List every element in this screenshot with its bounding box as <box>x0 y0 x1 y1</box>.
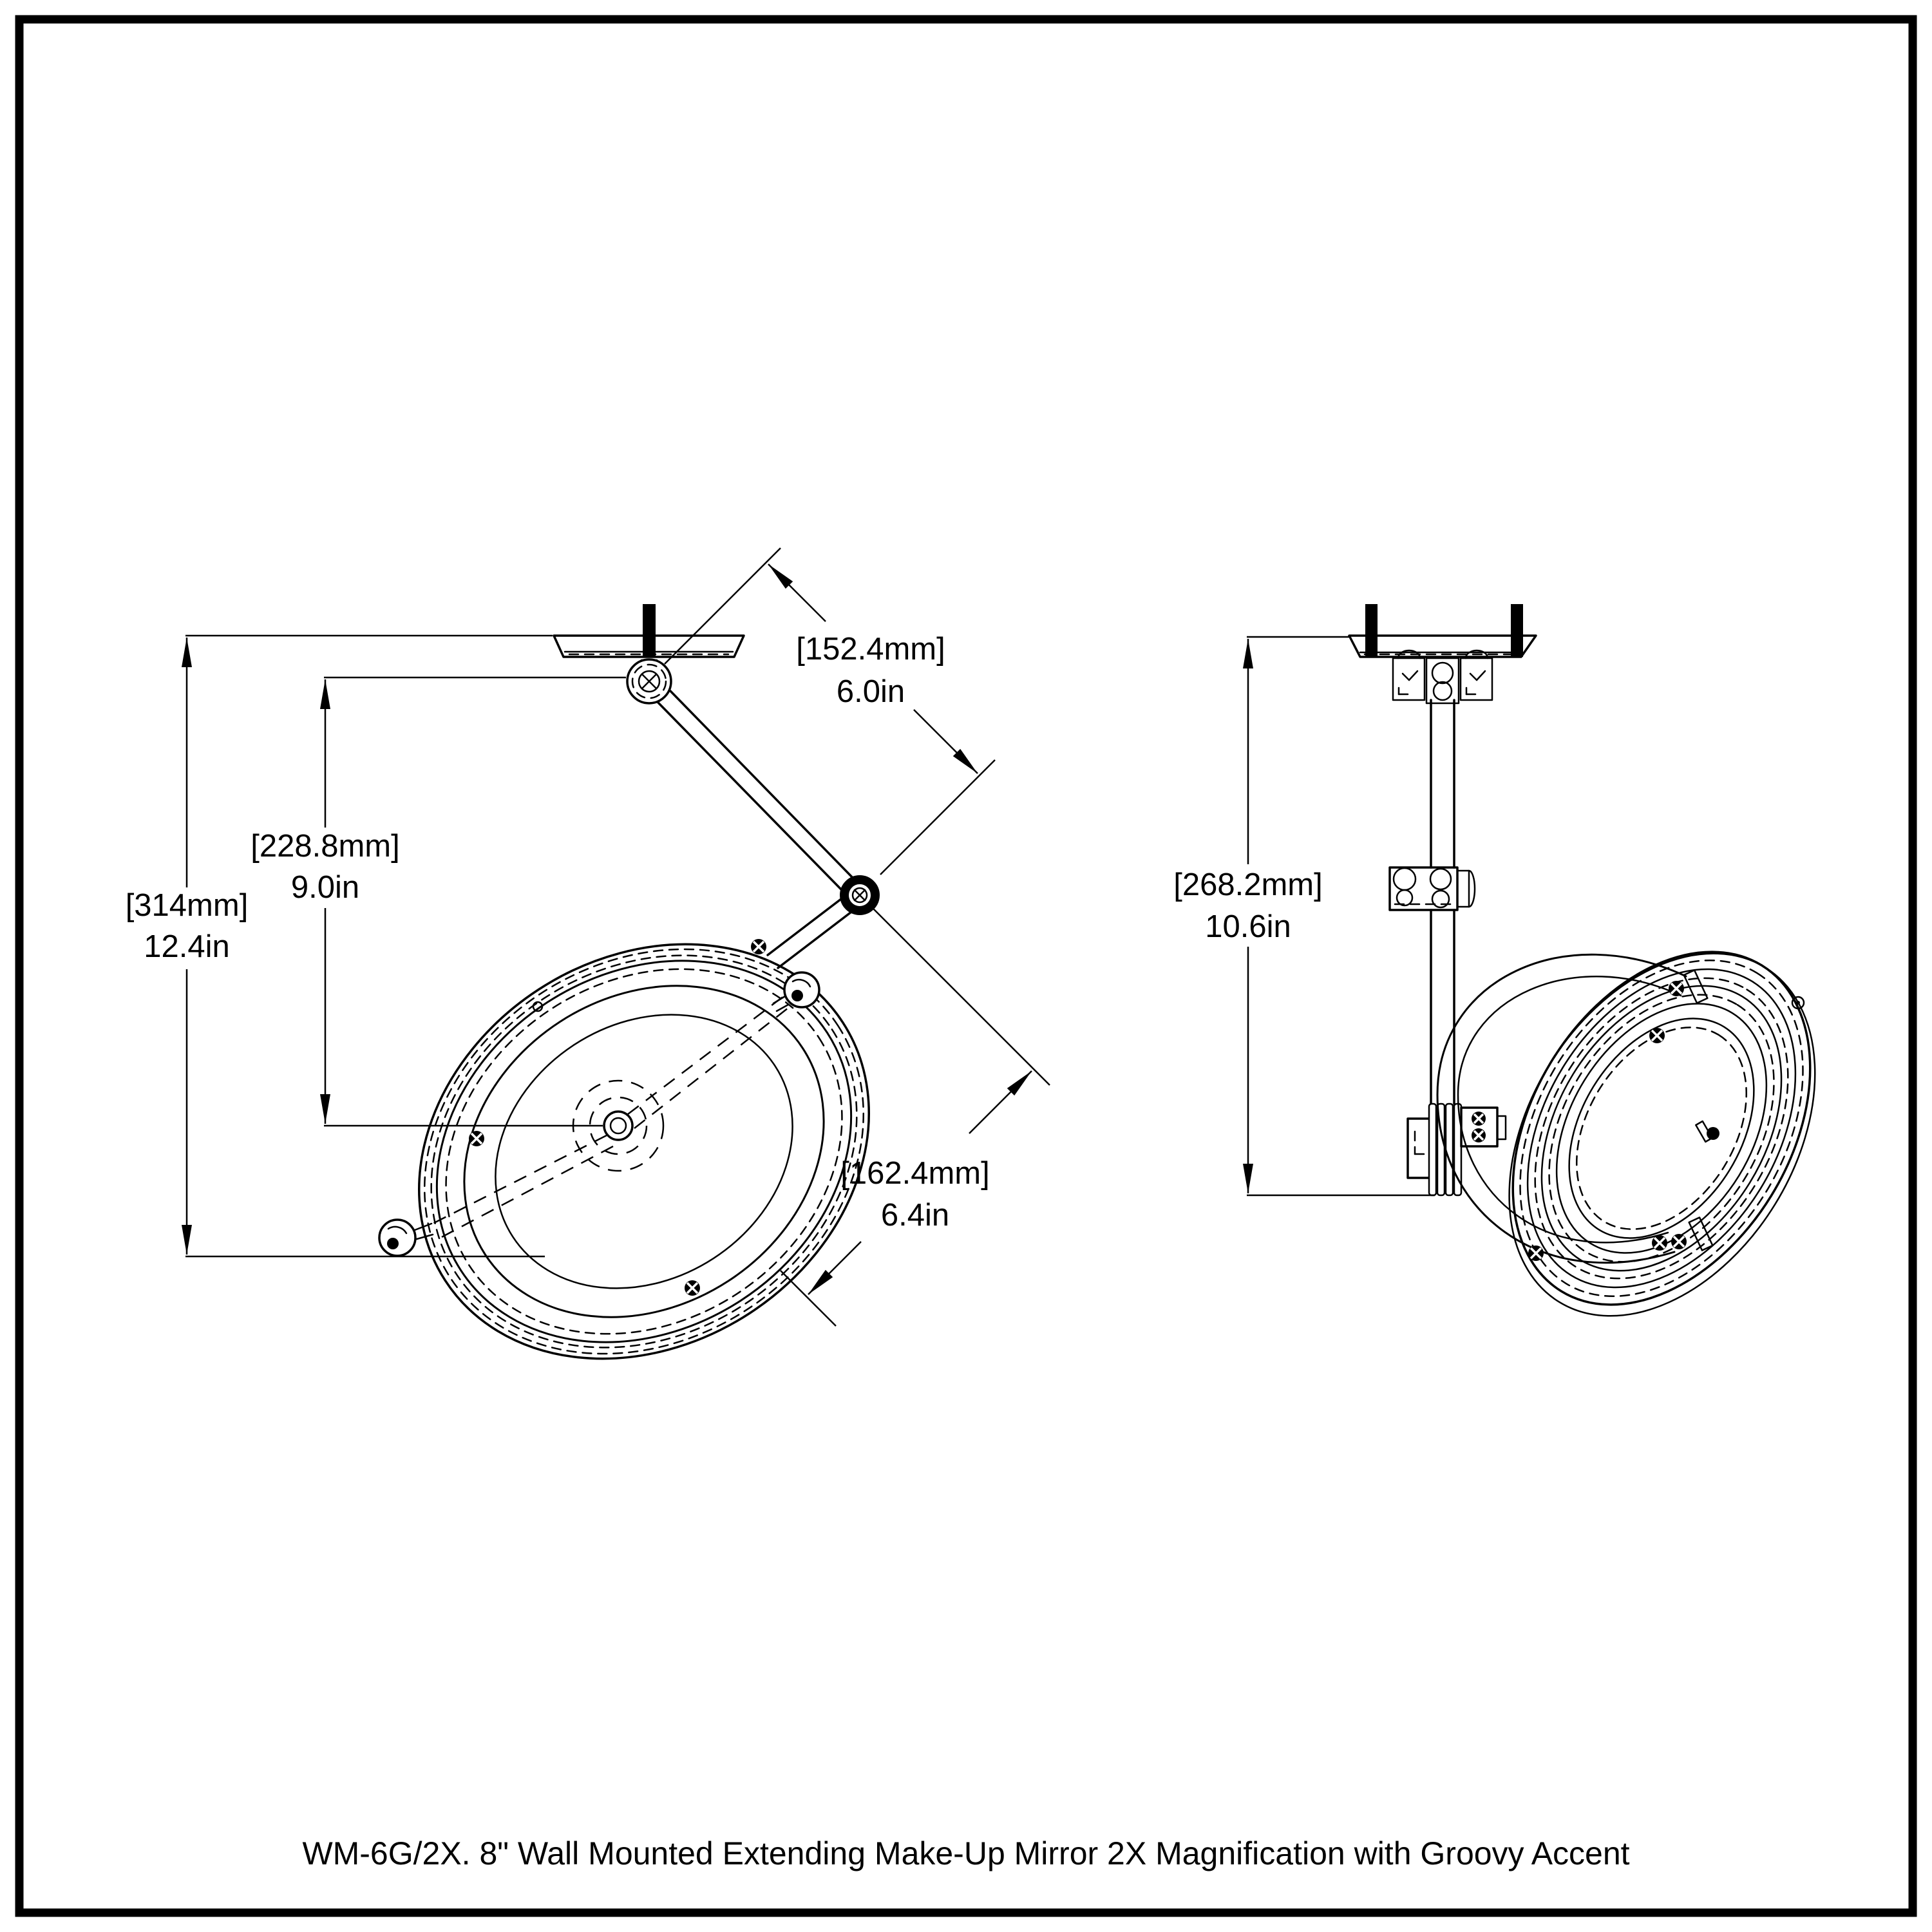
dim-arm-length: [152.4mm] 6.0in <box>664 547 996 875</box>
dim-mirror-diameter: [162.4mm] 6.4in <box>780 905 1050 1327</box>
dim-drop-height-imperial-label: 9.0in <box>291 870 359 905</box>
dim-overall-height-metric-label: [314mm] <box>126 888 249 923</box>
dim-side-height: [268.2mm] 10.6in <box>1173 636 1435 1197</box>
tilt-axis-hidden-lines <box>430 989 795 1240</box>
dim-drop-height-metric-label: [228.8mm] <box>251 829 399 864</box>
lower-arm <box>766 898 853 969</box>
drawing-border <box>15 15 1917 1917</box>
dim-side-height-metric-label: [268.2mm] <box>1173 867 1322 902</box>
dim-overall-height-imperial-label: 12.4in <box>144 929 230 964</box>
dim-overall-height: [314mm] 12.4in <box>126 634 553 1258</box>
groovy-accent-stack <box>1406 1103 1507 1197</box>
mounting-bolt-right <box>1511 604 1523 657</box>
dim-side-height-imperial-label: 10.6in <box>1205 909 1291 944</box>
top-pivot-joint <box>626 658 672 705</box>
dim-arm-length-imperial-label: 6.0in <box>837 674 905 709</box>
mounting-bolt-left <box>1365 604 1378 657</box>
ring-screws <box>1528 969 1805 1261</box>
upper-arm <box>657 690 855 892</box>
dim-mirror-diameter-metric-label: [162.4mm] <box>840 1156 989 1191</box>
elbow-joint <box>840 875 880 915</box>
mirror-front <box>378 939 870 1360</box>
dim-mirror-diameter-imperial-label: 6.4in <box>881 1198 949 1233</box>
folded-arm <box>1430 699 1455 1105</box>
elbow-clamp-side <box>1388 866 1476 911</box>
mirror-side-ring <box>1508 951 1816 1317</box>
side-view: [268.2mm] 10.6in <box>1173 604 1816 1317</box>
dim-drop-height: [228.8mm] 9.0in <box>251 676 626 1127</box>
rim-screws <box>469 939 766 1296</box>
hinge-blocks <box>1392 649 1493 705</box>
dim-arm-length-metric-label: [152.4mm] <box>796 632 945 667</box>
mounting-bolt <box>643 604 656 657</box>
front-view: [314mm] 12.4in [228.8mm] 9.0in [152.4mm]… <box>126 547 1050 1360</box>
wall-bracket-front <box>553 604 745 665</box>
swivel-yoke <box>1436 953 1687 1264</box>
wall-bracket-side <box>1348 604 1537 658</box>
tilt-knob-upper <box>772 971 820 1012</box>
tilt-knob-lower <box>378 1218 434 1257</box>
drawing-caption: WM-6G/2X. 8" Wall Mounted Extending Make… <box>302 1835 1629 1871</box>
